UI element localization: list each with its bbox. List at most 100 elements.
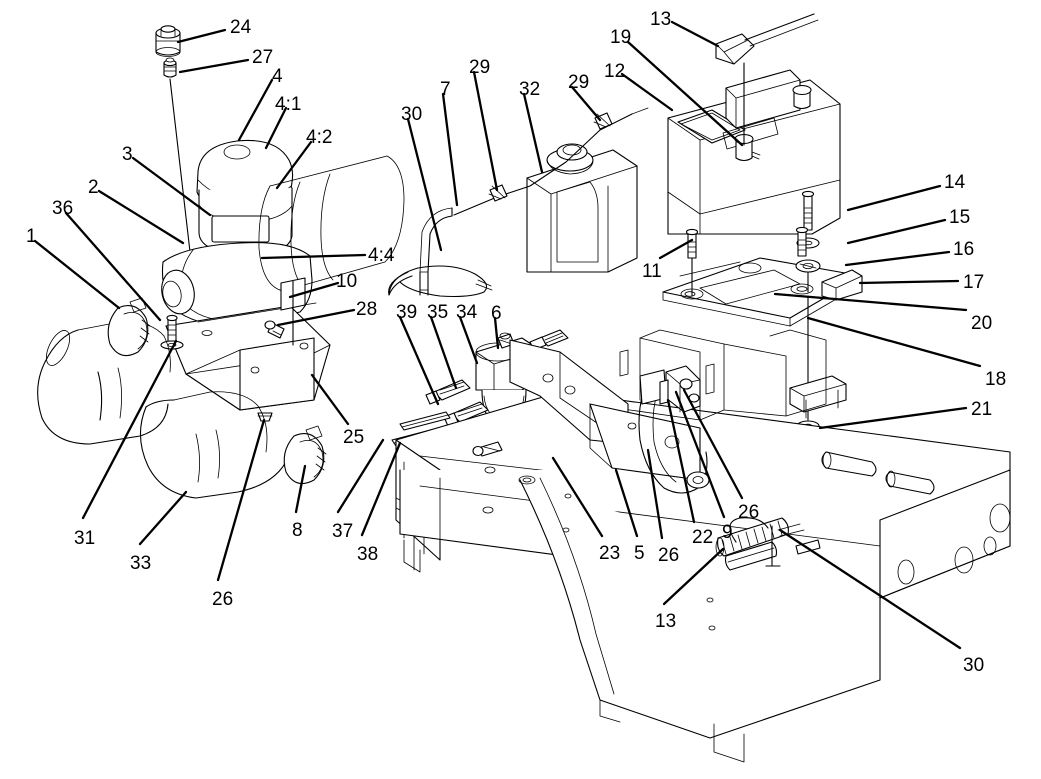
leader-line-37 <box>336 438 385 514</box>
callout-28: 28 <box>356 299 378 320</box>
callout-5: 5 <box>634 543 645 564</box>
leader-line-38 <box>360 441 402 537</box>
hold-down-17 <box>821 269 863 301</box>
callout-14: 14 <box>944 172 966 193</box>
leader-line-33 <box>138 490 188 546</box>
leader-line-17 <box>858 279 960 285</box>
bent-pipe-7 <box>419 207 453 296</box>
callout-25: 25 <box>343 427 365 448</box>
leader-line-16 <box>844 250 951 267</box>
nut-26-bracket <box>257 412 273 422</box>
engine-mount-bracket <box>165 277 331 411</box>
leader-line-26 <box>216 418 266 582</box>
leader-line-26 <box>646 448 664 540</box>
callout-30: 30 <box>963 655 985 676</box>
bolt-28 <box>264 320 285 339</box>
leader-line-19 <box>626 40 744 147</box>
washer-16 <box>795 259 821 273</box>
callout-11: 11 <box>642 261 662 282</box>
leader-line-8 <box>294 464 307 514</box>
leader-line-3 <box>131 156 212 217</box>
chassis-frame <box>395 329 1011 763</box>
strap-30 <box>388 265 488 298</box>
leader-line-10 <box>288 281 340 299</box>
callout-4: 4 <box>272 66 283 87</box>
callout-24: 24 <box>230 17 252 38</box>
callout-17: 17 <box>963 272 985 293</box>
leader-line-13 <box>670 20 720 48</box>
fitting-24 <box>155 25 181 57</box>
hose-clamp-8 <box>283 425 327 485</box>
callout-13: 13 <box>650 9 672 30</box>
leader-line-15 <box>846 218 947 245</box>
callout-18: 18 <box>985 369 1007 390</box>
callout-9: 9 <box>722 522 733 543</box>
leader-line-24 <box>176 28 227 44</box>
callout-4-4: 4:4 <box>368 245 395 266</box>
leader-line-4 <box>237 78 274 142</box>
leader-line-4-4 <box>260 253 367 260</box>
leader-line-23 <box>551 456 604 538</box>
leader-line-31 <box>81 339 178 520</box>
leader-line-18 <box>806 316 982 368</box>
leader-line-6 <box>493 316 500 350</box>
callout-12: 12 <box>604 61 626 82</box>
leader-line-25 <box>310 373 350 426</box>
callout-30: 30 <box>401 104 423 125</box>
callout-1: 1 <box>26 226 37 247</box>
callout-19: 19 <box>610 27 632 48</box>
callout-2: 2 <box>88 177 99 198</box>
callout-8: 8 <box>292 520 303 541</box>
leader-line-4-2 <box>275 140 313 190</box>
leader-line-22 <box>666 398 696 524</box>
callout-4-2: 4:2 <box>306 127 333 148</box>
callout-22: 22 <box>692 527 714 548</box>
leader-line-9 <box>674 390 726 519</box>
fitting-27 <box>163 57 177 78</box>
leader-line-26 <box>682 388 744 500</box>
leader-line-11 <box>658 238 694 260</box>
bolt-center-tray <box>795 226 809 257</box>
callout-23: 23 <box>599 543 621 564</box>
wiring-harness-coil <box>715 517 821 571</box>
callout-32: 32 <box>519 79 541 100</box>
callout-39: 39 <box>396 302 418 323</box>
callout-36: 36 <box>52 198 74 219</box>
callout-21: 21 <box>971 399 993 420</box>
callout-35: 35 <box>427 302 449 323</box>
cross-tube-1 <box>821 451 877 477</box>
callout-16: 16 <box>953 239 975 260</box>
leader-line-13 <box>662 547 725 606</box>
battery-cable-13 <box>715 13 819 65</box>
leader-line-27 <box>178 58 250 74</box>
lower-bracket-18 <box>789 375 847 419</box>
leader-line-30 <box>406 117 443 252</box>
leader-line-1 <box>33 239 121 310</box>
leader-line-20 <box>773 292 968 312</box>
callout-38: 38 <box>357 544 379 565</box>
callout-15: 15 <box>949 207 971 228</box>
callout-13: 13 <box>655 611 677 632</box>
callout-37: 37 <box>332 521 354 542</box>
leader-line-29 <box>472 70 499 192</box>
callout-26: 26 <box>212 589 234 610</box>
leader-line-32 <box>522 92 544 174</box>
callout-29: 29 <box>568 72 590 93</box>
leader-line-35 <box>429 315 458 390</box>
leader-line-7 <box>441 92 459 207</box>
callout-6: 6 <box>491 303 502 324</box>
leader-line-2 <box>97 189 185 245</box>
clamp-29-left <box>488 184 508 202</box>
callout-26: 26 <box>658 545 680 566</box>
callout-27: 27 <box>252 47 274 68</box>
callout-7: 7 <box>440 79 451 100</box>
hole-frame-1 <box>518 475 536 485</box>
fuel-tank <box>526 143 638 273</box>
leader-line-30 <box>778 528 962 650</box>
callout-20: 20 <box>971 313 993 334</box>
battery <box>667 69 841 235</box>
leader-line-34 <box>458 315 479 365</box>
leader-line-29 <box>570 85 602 122</box>
callout-4-1: 4:1 <box>275 94 302 115</box>
